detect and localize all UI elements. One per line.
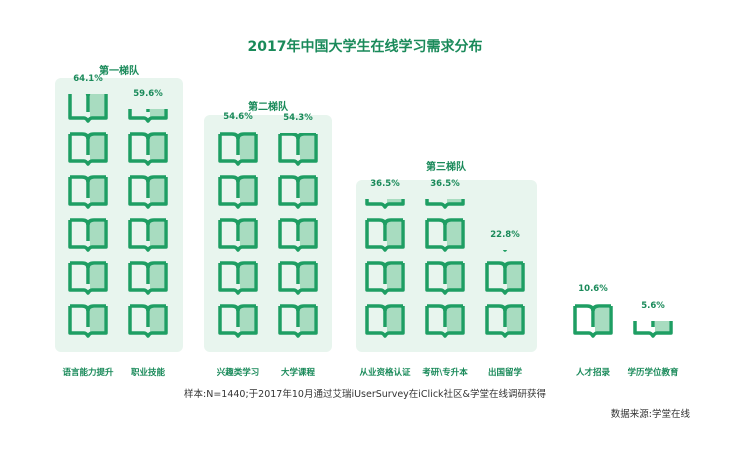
value-label: 36.5% bbox=[430, 178, 460, 189]
book-icon bbox=[216, 260, 260, 296]
book-icon bbox=[66, 94, 110, 124]
book-icon bbox=[66, 131, 110, 167]
book-icon bbox=[363, 260, 407, 296]
book-icon bbox=[423, 260, 467, 296]
category-label: 语言能力提升 bbox=[62, 368, 114, 378]
data-source: 数据来源:学堂在线 bbox=[610, 409, 690, 420]
book-icon bbox=[66, 260, 110, 296]
book-icon bbox=[126, 260, 170, 296]
book-icon bbox=[276, 303, 320, 339]
book-icon bbox=[423, 198, 467, 210]
sample-note: 样本:N=1440;于2017年10月通过艾瑞iUserSurvey在iClic… bbox=[184, 389, 546, 400]
book-icon bbox=[423, 217, 467, 253]
book-icon bbox=[66, 303, 110, 339]
value-label: 10.6% bbox=[578, 284, 608, 295]
chart-title: 2017年中国大学生在线学习需求分布 bbox=[247, 39, 483, 55]
book-icon bbox=[216, 132, 260, 167]
tier-1-label: 第一梯队 bbox=[99, 66, 139, 77]
value-label: 64.1% bbox=[73, 74, 103, 85]
category-label: 考研\专升本 bbox=[422, 368, 468, 378]
category-label: 出国留学 bbox=[487, 368, 522, 378]
book-icon bbox=[631, 320, 675, 339]
book-icon bbox=[483, 303, 527, 339]
book-icon bbox=[483, 250, 527, 253]
book-icon bbox=[571, 304, 615, 339]
category-label: 职业技能 bbox=[130, 368, 165, 378]
tier-2-label: 第二梯队 bbox=[248, 102, 288, 113]
tier-3-label: 第三梯队 bbox=[426, 162, 466, 173]
category-label: 人才招录 bbox=[575, 368, 610, 378]
book-icon bbox=[126, 303, 170, 339]
category-label: 兴趣类学习 bbox=[216, 368, 260, 378]
book-icon bbox=[126, 217, 170, 253]
book-icon bbox=[126, 108, 170, 124]
book-icon bbox=[363, 303, 407, 339]
value-label: 5.6% bbox=[641, 300, 665, 311]
value-label: 54.6% bbox=[223, 112, 253, 123]
book-icon bbox=[216, 217, 260, 253]
category-label: 从业资格认证 bbox=[359, 368, 411, 378]
value-label: 54.3% bbox=[283, 113, 313, 124]
value-label: 36.5% bbox=[370, 178, 400, 189]
book-icon bbox=[66, 174, 110, 210]
value-label: 59.6% bbox=[133, 88, 163, 99]
category-label: 学历学位教育 bbox=[627, 368, 679, 378]
book-icon bbox=[126, 174, 170, 210]
book-icon bbox=[216, 303, 260, 339]
book-icon bbox=[276, 260, 320, 296]
value-label: 22.8% bbox=[490, 230, 520, 241]
book-icon bbox=[126, 131, 170, 167]
category-label: 大学课程 bbox=[280, 368, 315, 378]
book-icon bbox=[276, 217, 320, 253]
book-icon bbox=[216, 174, 260, 210]
book-icon bbox=[363, 198, 407, 210]
book-icon bbox=[483, 260, 527, 296]
book-icon bbox=[363, 217, 407, 253]
book-icon bbox=[276, 133, 320, 167]
book-icon bbox=[276, 174, 320, 210]
book-icon bbox=[423, 303, 467, 339]
book-icon bbox=[66, 217, 110, 253]
